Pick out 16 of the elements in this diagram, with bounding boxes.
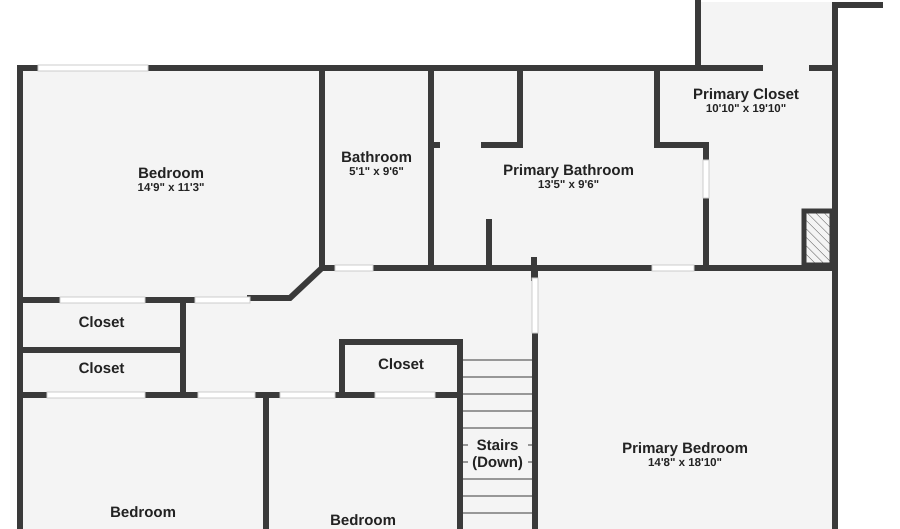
room-name: Bedroom xyxy=(138,165,204,182)
room-dimensions: 13'5" x 9'6" xyxy=(538,179,600,191)
room-dimensions: 5'1" x 9'6" xyxy=(349,166,404,178)
room-dimensions: 10'10" x 19'10" xyxy=(706,103,786,115)
room-dimensions: 14'8" x 18'10" xyxy=(648,457,722,469)
room-name: Bedroom xyxy=(330,512,396,529)
room-name: Primary Bedroom xyxy=(622,440,748,457)
room-name: Bedroom xyxy=(110,504,176,521)
room-name: Primary Bathroom xyxy=(503,162,634,179)
room-name: Stairs (Down) xyxy=(468,437,528,471)
room-name: Closet xyxy=(78,360,124,377)
room-dimensions: 14'9" x 11'3" xyxy=(138,182,204,194)
room-name: Primary Closet xyxy=(693,86,799,103)
room-name: Bathroom xyxy=(341,149,412,166)
room-name: Closet xyxy=(378,356,424,373)
room-name: Closet xyxy=(78,314,124,331)
